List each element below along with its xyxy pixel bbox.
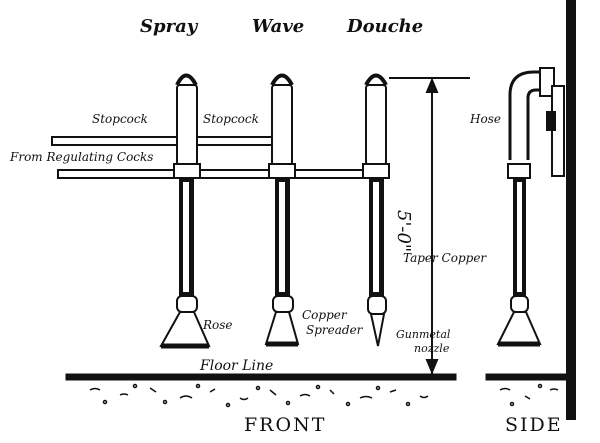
spray-fixture	[159, 73, 211, 349]
wall	[566, 0, 576, 420]
from-regulating-cocks-label: From Regulating Cocks	[10, 150, 154, 164]
wave-fixture	[264, 73, 300, 347]
front-label: FRONT	[244, 414, 327, 436]
spreader-label: Spreader	[306, 323, 363, 337]
douche-label: Douche	[347, 16, 424, 37]
upper-cross-pipe	[196, 136, 274, 146]
stopcock-label-2: Stopcock	[203, 112, 259, 126]
side-fixture	[496, 67, 565, 347]
hose-label: Hose	[470, 112, 501, 126]
lower-cross-pipe-2	[291, 169, 371, 179]
lower-cross-pipe-1	[197, 169, 273, 179]
front-floor-line	[65, 373, 457, 381]
height-dimension	[389, 77, 470, 375]
stopcock-label-1: Stopcock	[92, 112, 148, 126]
taper-copper-label: Taper Copper	[403, 251, 487, 265]
height-label: 5'-0"	[393, 210, 414, 253]
floor-line-label: Floor Line	[200, 358, 274, 374]
spray-label: Spray	[140, 16, 198, 37]
rose-label: Rose	[203, 318, 233, 332]
gunmetal-label: Gunmetal	[396, 328, 451, 341]
nozzle-label: nozzle	[414, 342, 450, 355]
copper-label: Copper	[302, 308, 347, 322]
upper-supply-pipe	[51, 136, 178, 146]
side-floor-line	[485, 373, 569, 381]
wave-label: Wave	[252, 16, 305, 37]
side-label: SIDE	[505, 414, 563, 436]
lower-supply-pipe	[57, 169, 179, 179]
douche-fixture	[362, 73, 390, 347]
floor-texture	[89, 383, 559, 408]
floor	[65, 373, 569, 408]
